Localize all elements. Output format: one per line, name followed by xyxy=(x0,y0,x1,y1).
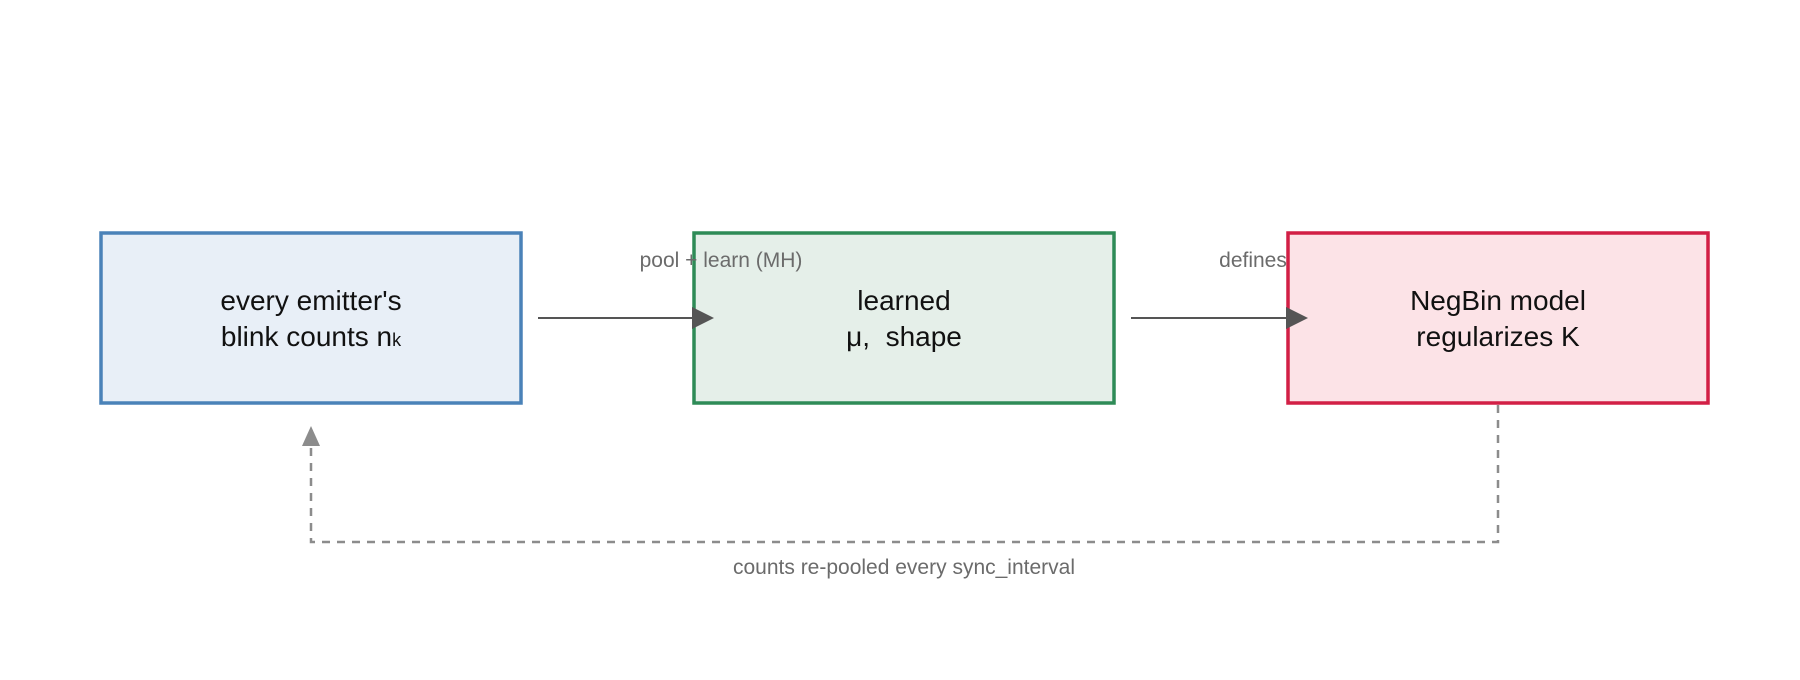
node-emitter-counts-line1: every emitter's xyxy=(220,285,401,316)
node-learned-line2: μ, shape xyxy=(846,321,962,352)
edge-pool-learn-label: pool + learn (MH) xyxy=(640,249,803,272)
node-learned-line1: learned xyxy=(857,285,950,316)
edge-feedback: counts re-pooled every sync_interval xyxy=(302,405,1500,579)
node-learned: learned μ, shape xyxy=(692,231,1116,405)
node-emitter-counts-line2: blink counts nk xyxy=(221,321,402,352)
edge-pool-learn-arrowhead xyxy=(692,307,714,329)
node-negbin: NegBin model regularizes K xyxy=(1286,231,1710,405)
edge-pool-learn: pool + learn (MH) xyxy=(538,249,802,329)
node-negbin-line2: regularizes K xyxy=(1416,321,1580,352)
node-emitter-counts-box xyxy=(99,231,523,405)
edge-feedback-line xyxy=(309,405,1500,544)
node-emitter-counts: every emitter's blink counts nk xyxy=(99,231,523,405)
count-subscript: k xyxy=(392,330,402,350)
edge-defines-arrowhead xyxy=(1286,307,1308,329)
edge-feedback-arrowhead xyxy=(302,426,320,446)
node-learned-box xyxy=(692,231,1116,405)
node-negbin-box xyxy=(1286,231,1710,405)
node-negbin-line1: NegBin model xyxy=(1410,285,1586,316)
edge-defines: defines xyxy=(1131,249,1308,329)
edge-defines-label: defines xyxy=(1219,249,1287,272)
node-emitter-counts-line2-text: blink counts xyxy=(221,321,369,352)
count-symbol: n xyxy=(377,321,393,352)
edge-feedback-label: counts re-pooled every sync_interval xyxy=(733,556,1075,579)
